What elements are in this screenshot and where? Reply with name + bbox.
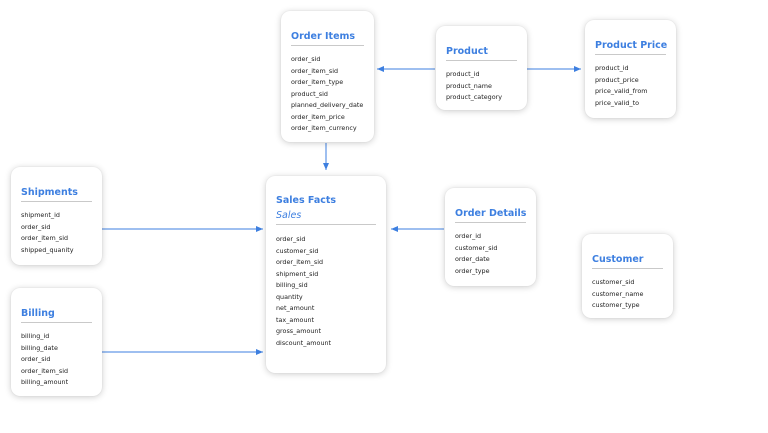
entity-billing[interactable]: Billing billing_id billing_date order_si…: [11, 288, 102, 396]
field: billing_sid: [276, 281, 308, 289]
field: price_valid_to: [595, 98, 640, 107]
entity-title: Product Price: [595, 40, 667, 55]
entity-subtitle: Sales: [276, 206, 376, 225]
field: order_item_sid: [21, 234, 69, 242]
field: price_valid_from: [595, 87, 648, 95]
field: order_sid: [21, 355, 51, 363]
entity-product-price[interactable]: Product Price product_id product_price p…: [585, 20, 676, 118]
entity-title: Order Details: [455, 208, 526, 223]
field-list: customer_sid customer_name customer_type: [592, 277, 663, 312]
field: order_item_price: [291, 112, 345, 121]
field: order_item_type: [291, 78, 344, 86]
entity-title: Shipments: [21, 187, 92, 202]
field-list: order_sid order_item_sid order_item_type…: [291, 54, 364, 135]
field: customer_sid: [592, 278, 635, 286]
field: customer_sid: [276, 246, 319, 255]
field: order_item_sid: [291, 66, 339, 75]
field: customer_sid: [455, 243, 498, 252]
field: product_price: [595, 75, 639, 84]
field: gross_amount: [276, 327, 321, 335]
field: shipment_id: [21, 211, 60, 219]
entity-sales-facts[interactable]: Sales Facts Sales order_sid customer_sid…: [266, 176, 386, 373]
field: tax_amount: [276, 315, 315, 324]
field: billing_date: [21, 343, 58, 352]
entity-customer[interactable]: Customer customer_sid customer_name cust…: [582, 234, 673, 318]
field: product_category: [446, 93, 503, 101]
field: billing_amount: [21, 378, 69, 386]
field: product_id: [595, 64, 629, 72]
entity-title: Order Items: [291, 31, 364, 46]
field: order_id: [455, 232, 482, 240]
field-list: order_id customer_sid order_date order_t…: [455, 231, 526, 277]
field: shipment_sid: [276, 269, 319, 278]
field: quantity: [276, 292, 303, 301]
field: order_sid: [276, 235, 306, 243]
field-list: shipment_id order_sid order_item_sid shi…: [21, 210, 92, 256]
field: discount_amount: [276, 338, 332, 347]
entity-order-details[interactable]: Order Details order_id customer_sid orde…: [445, 188, 536, 286]
field-list: order_sid customer_sid order_item_sid sh…: [276, 234, 376, 349]
entity-title: Product: [446, 46, 517, 61]
field-list: product_id product_name product_category: [446, 69, 517, 104]
field-list: billing_id billing_date order_sid order_…: [21, 331, 92, 389]
field: order_item_sid: [21, 366, 69, 375]
field: order_item_currency: [291, 124, 357, 132]
field: product_sid: [291, 89, 328, 98]
field: shipped_quanity: [21, 245, 74, 254]
field: product_id: [446, 70, 480, 78]
field: customer_type: [592, 301, 640, 309]
entity-title: Customer: [592, 254, 663, 269]
field: billing_id: [21, 332, 50, 340]
field: product_name: [446, 81, 492, 90]
field-list: product_id product_price price_valid_fro…: [595, 63, 666, 109]
field: order_type: [455, 266, 490, 275]
field: customer_name: [592, 289, 644, 298]
entity-title: Billing: [21, 308, 92, 323]
field: net_amount: [276, 304, 315, 312]
field: order_sid: [291, 55, 321, 63]
entity-title: Sales Facts: [276, 195, 337, 206]
field: order_item_sid: [276, 258, 324, 266]
entity-product[interactable]: Product product_id product_name product_…: [436, 26, 527, 110]
entity-order-items[interactable]: Order Items order_sid order_item_sid ord…: [281, 11, 374, 142]
entity-shipments[interactable]: Shipments shipment_id order_sid order_it…: [11, 167, 102, 265]
field: planned_delivery_date: [291, 101, 364, 109]
field: order_sid: [21, 222, 51, 231]
field: order_date: [455, 255, 490, 263]
